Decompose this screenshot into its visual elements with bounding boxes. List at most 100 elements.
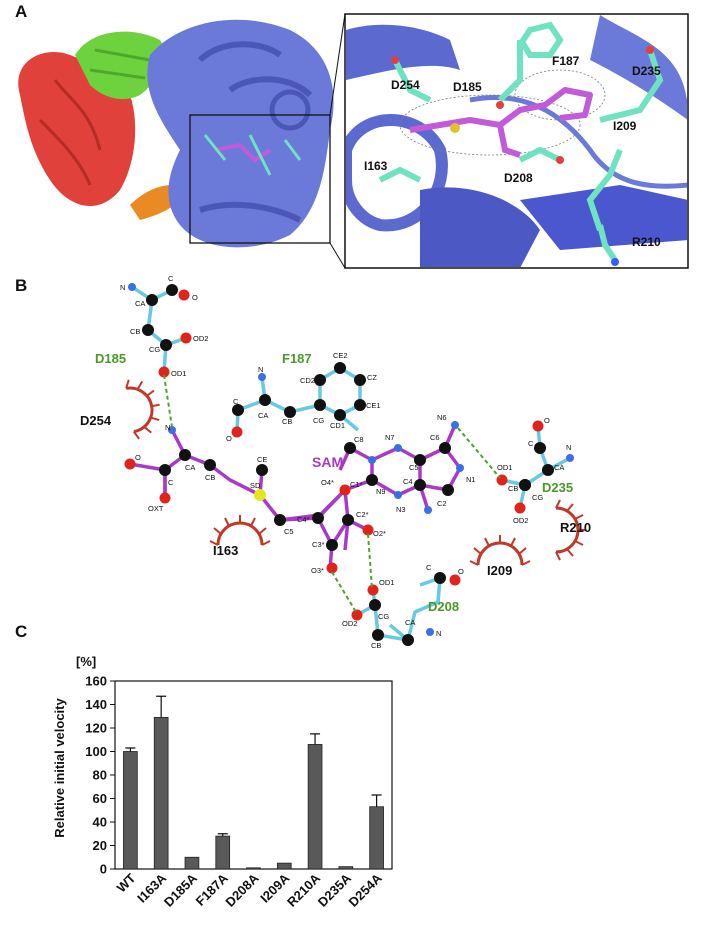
residue-f187: CE2 CD2 CZ N C CA CB CG CD1 CE1 O	[226, 351, 381, 443]
atom-label: O	[458, 567, 464, 576]
i163-stick	[378, 166, 422, 183]
atom-label: OD2	[342, 619, 357, 628]
atom-label: C2	[437, 499, 447, 508]
bar-d208a	[246, 867, 261, 870]
inset-label-d208: D208	[504, 171, 533, 185]
i209-stick	[586, 148, 623, 231]
atom-label: CB	[130, 327, 140, 336]
nitrogen-atom	[611, 258, 619, 266]
atom-label: CA	[185, 463, 195, 472]
d208-stick	[518, 146, 562, 163]
atom-label: O	[192, 293, 198, 302]
inset-loop	[469, 94, 687, 189]
y-tick-label: 0	[100, 862, 107, 877]
residue-label-d235: D235	[542, 480, 573, 495]
atom-label: CB	[508, 484, 518, 493]
bar-d254a	[369, 806, 384, 870]
atom-label: CA	[135, 299, 145, 308]
y-unit-label: [%]	[76, 654, 96, 669]
y-tick-label: 120	[85, 721, 107, 736]
panel-c-chart: [%] Relative initial velocity 0204060801…	[52, 654, 393, 910]
hydrophobic-arc-i209	[468, 533, 532, 567]
panel-a-inset: D254 D185 F187 D235 I209 I163 D208 R210	[344, 13, 689, 269]
x-tick-label: R210A	[284, 870, 324, 910]
inset-label-r210: R210	[632, 235, 661, 249]
red-domain-strands	[38, 79, 102, 186]
zoom-connector-top	[329, 13, 346, 116]
residue-label-i209: I209	[487, 563, 512, 578]
atom-label: N1	[466, 475, 476, 484]
bar-wt	[123, 751, 138, 870]
atom-label: N	[258, 365, 263, 374]
ligand-sam: N CA CB O C OXT SD CE C5 O4* C1* C4* C2*…	[124, 413, 476, 575]
atom-label: O	[544, 416, 550, 425]
sam-sticks-overview	[214, 142, 272, 163]
atom-label: CB	[371, 641, 381, 650]
atom-label: C5	[284, 527, 294, 536]
panel-b-label: B	[15, 276, 28, 295]
d254-stick	[392, 58, 432, 103]
density-mesh	[399, 94, 581, 156]
bar-f187a	[215, 835, 231, 870]
x-tick-label: D185A	[161, 870, 201, 910]
blue-helix-coil	[269, 89, 311, 131]
ligand-label-sam: SAM	[312, 454, 343, 470]
atom-label: N9	[376, 487, 386, 496]
blue-domain-ribbon	[147, 19, 334, 248]
bar-d235a	[338, 866, 354, 870]
residue-sticks-overview	[203, 134, 302, 176]
f187-ring	[518, 21, 564, 58]
inset-label-d185: D185	[453, 80, 482, 94]
r210-stick	[597, 224, 618, 262]
atom-label: C	[168, 478, 174, 487]
atom-label: CE	[257, 455, 267, 464]
panel-b-ligplot: N C CA O CB CG OD2 OD1 D185 CE2 CD2	[80, 274, 591, 650]
x-tick-labels: WTI163AD185AF187AD208AI209AR210AD235AD25…	[114, 870, 386, 910]
sam-sticks-inset	[409, 87, 593, 133]
atom-label: C3*	[312, 540, 325, 549]
atom-label: CG	[313, 416, 324, 425]
error-bar-i163a	[156, 695, 167, 718]
error-bar-f187a	[217, 833, 228, 837]
zoom-box	[189, 114, 331, 244]
f187-stick	[497, 40, 523, 103]
inset-label-d235: D235	[632, 64, 661, 78]
atom-label: N3	[396, 505, 406, 514]
atom-label: OD1	[497, 463, 512, 472]
oxygen-atom	[391, 56, 399, 64]
atom-label: CG	[532, 493, 543, 502]
atom-label: OD2	[193, 334, 208, 343]
y-tick-label: 60	[93, 791, 107, 806]
y-tick-label: 140	[85, 697, 107, 712]
residue-d235: O C N CA OD1 CB CG OD2	[496, 416, 574, 525]
panel-a-label: A	[15, 2, 28, 21]
x-tick-label: WT	[114, 870, 139, 895]
sam-ribose-inset	[497, 124, 521, 158]
inset-helix-right	[590, 15, 687, 120]
oxygen-atom	[646, 46, 654, 54]
panel-a-overview	[18, 13, 346, 269]
atom-label: O3*	[311, 566, 324, 575]
atom-label: OD1	[379, 578, 394, 587]
residue-label-f187: F187	[282, 351, 312, 366]
bar-r210a	[307, 744, 323, 870]
atom-label: SD	[250, 481, 261, 490]
oxygen-atom	[496, 101, 504, 109]
x-tick-label: D235A	[315, 870, 355, 910]
atom-label: OD2	[513, 516, 528, 525]
blue-domain-helices	[197, 41, 313, 223]
atom-label: C2*	[356, 510, 369, 519]
atom-label: CB	[205, 473, 215, 482]
atom-label: CB	[282, 417, 292, 426]
residue-label-r210: R210	[560, 520, 591, 535]
inset-sheet-bottom	[420, 187, 540, 267]
atom-label: O	[135, 453, 141, 462]
atom-label: CE1	[366, 401, 381, 410]
bars	[123, 695, 384, 870]
atom-label: OXT	[148, 504, 164, 513]
hydrophobic-arc-d254	[123, 373, 167, 442]
atom-label: CE2	[333, 351, 348, 360]
residue-label-i163: I163	[213, 543, 238, 558]
atom-label: C4	[403, 477, 413, 486]
